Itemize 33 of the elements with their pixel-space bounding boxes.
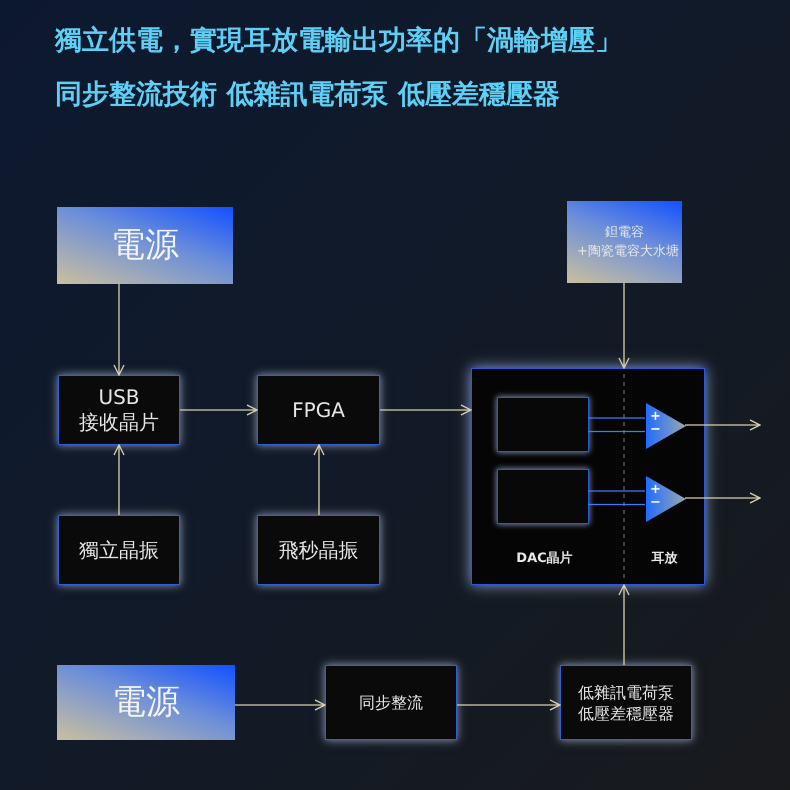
arrow	[685, 492, 761, 504]
arrow	[457, 699, 561, 711]
gradient-box: 電源	[57, 207, 233, 284]
process-box: 獨立晶振	[58, 515, 180, 585]
amplifier-triangle: + −	[646, 403, 686, 449]
section-label: DAC晶片	[515, 550, 574, 567]
gradient-box: 鉭電容 +陶瓷電容大水塘	[567, 201, 682, 283]
section-label: 耳放	[650, 550, 678, 567]
dac-chip-box	[497, 469, 589, 524]
signal-line	[588, 417, 645, 419]
arrow	[180, 404, 258, 416]
process-box: USB 接收晶片	[58, 375, 180, 445]
title: 獨立供電，實現耳放電輸出功率的「渦輪增壓」	[55, 24, 622, 58]
chip-panel	[471, 368, 705, 585]
signal-line	[588, 504, 645, 506]
process-box: 飛秒晶振	[257, 515, 380, 585]
subtitle: 同步整流技術 低雜訊電荷泵 低壓差穩壓器	[55, 78, 560, 112]
arrow	[235, 699, 326, 711]
process-box: 低雜訊電荷泵低壓差穩壓器	[560, 665, 692, 740]
arrow	[313, 444, 325, 515]
amplifier-triangle: + −	[646, 476, 686, 522]
process-box: 同步整流	[325, 665, 457, 740]
arrow	[380, 404, 472, 416]
gradient-box: 電源	[57, 665, 235, 740]
arrow	[113, 284, 125, 376]
arrow	[113, 444, 125, 515]
signal-line	[588, 490, 645, 492]
arrow	[618, 584, 630, 665]
arrow	[618, 283, 630, 369]
dac-chip-box	[497, 397, 589, 452]
signal-line	[588, 430, 645, 432]
process-box: FPGA	[257, 375, 380, 445]
arrow	[685, 419, 761, 431]
